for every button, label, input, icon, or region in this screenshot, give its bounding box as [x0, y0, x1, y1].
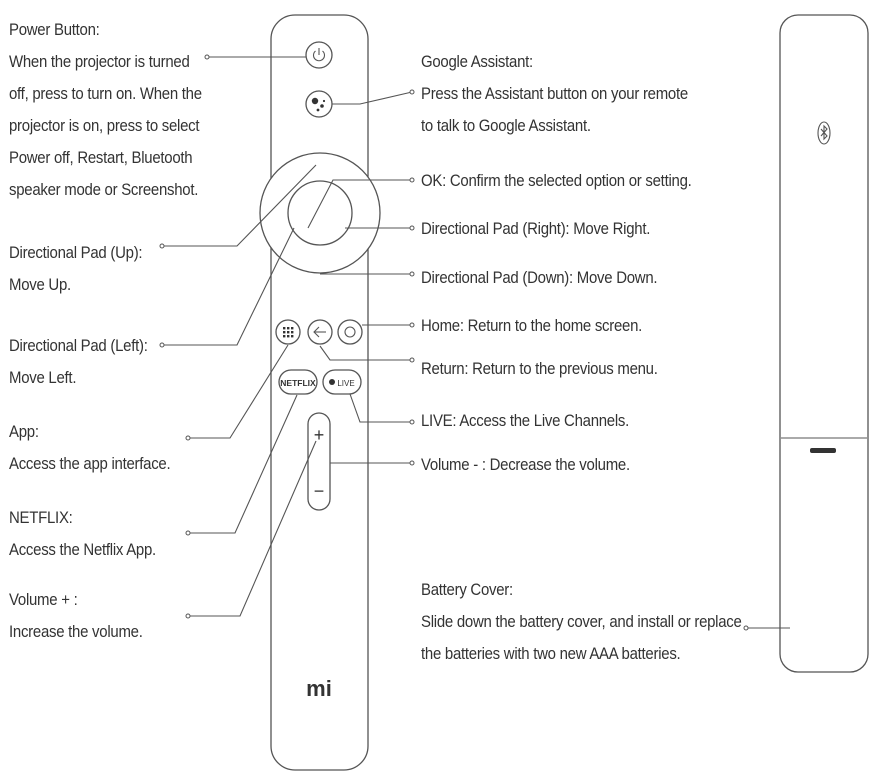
back-arrow-icon [313, 326, 326, 338]
battery-title: Battery Cover: [421, 580, 513, 599]
ok-description: OK: Confirm the selected option or setti… [421, 171, 692, 190]
dpad-up-description: Directional Pad (Up): Move Up. [9, 237, 143, 301]
assistant-title: Google Assistant: [421, 52, 533, 71]
remote-back-body [779, 14, 869, 673]
netflix-text: Access the Netflix App. [9, 540, 156, 559]
power-label-line: speaker mode or Screenshot. [9, 180, 199, 199]
assistant-line: Press the Assistant button on your remot… [421, 84, 688, 103]
dpad-left-description: Directional Pad (Left): Move Left. [9, 330, 148, 394]
live-button [322, 369, 362, 395]
battery-cover-description: Battery Cover: Slide down the battery co… [421, 574, 742, 670]
assistant-line: to talk to Google Assistant. [421, 116, 591, 135]
power-icon [313, 48, 325, 62]
dpad-down-description: Directional Pad (Down): Move Down. [421, 268, 658, 287]
netflix-title: NETFLIX: [9, 508, 73, 527]
netflix-description: NETFLIX: Access the Netflix App. [9, 502, 156, 566]
netflix-button-label: NETFLIX [280, 378, 316, 388]
return-description: Return: Return to the previous menu. [421, 359, 658, 378]
volume-down-description: Volume - : Decrease the volume. [421, 455, 630, 474]
leader-lines-left [159, 54, 317, 619]
volume-up-text: Increase the volume. [9, 622, 143, 641]
volume-up-description: Volume + : Increase the volume. [9, 584, 143, 648]
google-assistant-icon [311, 97, 326, 112]
app-grid-icon [283, 327, 294, 338]
netflix-button [278, 369, 318, 395]
dpad-up-title: Directional Pad (Up): [9, 243, 143, 262]
live-icon [329, 379, 335, 385]
power-label-line: Power off, Restart, Bluetooth [9, 148, 193, 167]
app-description: App: Access the app interface. [9, 416, 171, 480]
google-assistant-button [305, 90, 333, 118]
power-label-line: off, press to turn on. When the [9, 84, 202, 103]
home-circle-icon [344, 326, 356, 338]
dpad-up-text: Move Up. [9, 275, 71, 294]
power-label-line: When the projector is turned [9, 52, 190, 71]
google-assistant-description: Google Assistant: Press the Assistant bu… [421, 46, 688, 142]
app-text: Access the app interface. [9, 454, 171, 473]
ok-button [287, 180, 353, 246]
bluetooth-icon-outline [817, 121, 831, 145]
power-button-description: Power Button: When the projector is turn… [9, 14, 202, 206]
home-button [337, 319, 363, 345]
volume-rocker [307, 412, 331, 511]
bluetooth-icon [820, 124, 828, 141]
live-description: LIVE: Access the Live Channels. [421, 411, 630, 430]
dpad-left-title: Directional Pad (Left): [9, 336, 148, 355]
mi-logo: mi [306, 676, 332, 701]
battery-cover-tab [810, 448, 836, 453]
power-label-title: Power Button: [9, 20, 100, 39]
dpad-left-text: Move Left. [9, 368, 77, 387]
battery-line: the batteries with two new AAA batteries… [421, 644, 681, 663]
home-description: Home: Return to the home screen. [421, 316, 643, 335]
live-button-label: LIVE [337, 379, 354, 388]
volume-up-symbol: + [314, 425, 325, 445]
leader-lines-right [307, 89, 790, 631]
dpad-right-description: Directional Pad (Right): Move Right. [421, 219, 651, 238]
power-label-line: projector is on, press to select [9, 116, 200, 135]
app-title: App: [9, 422, 39, 441]
volume-up-title: Volume + : [9, 590, 78, 609]
volume-down-symbol: − [314, 481, 325, 501]
battery-line: Slide down the battery cover, and instal… [421, 612, 742, 631]
